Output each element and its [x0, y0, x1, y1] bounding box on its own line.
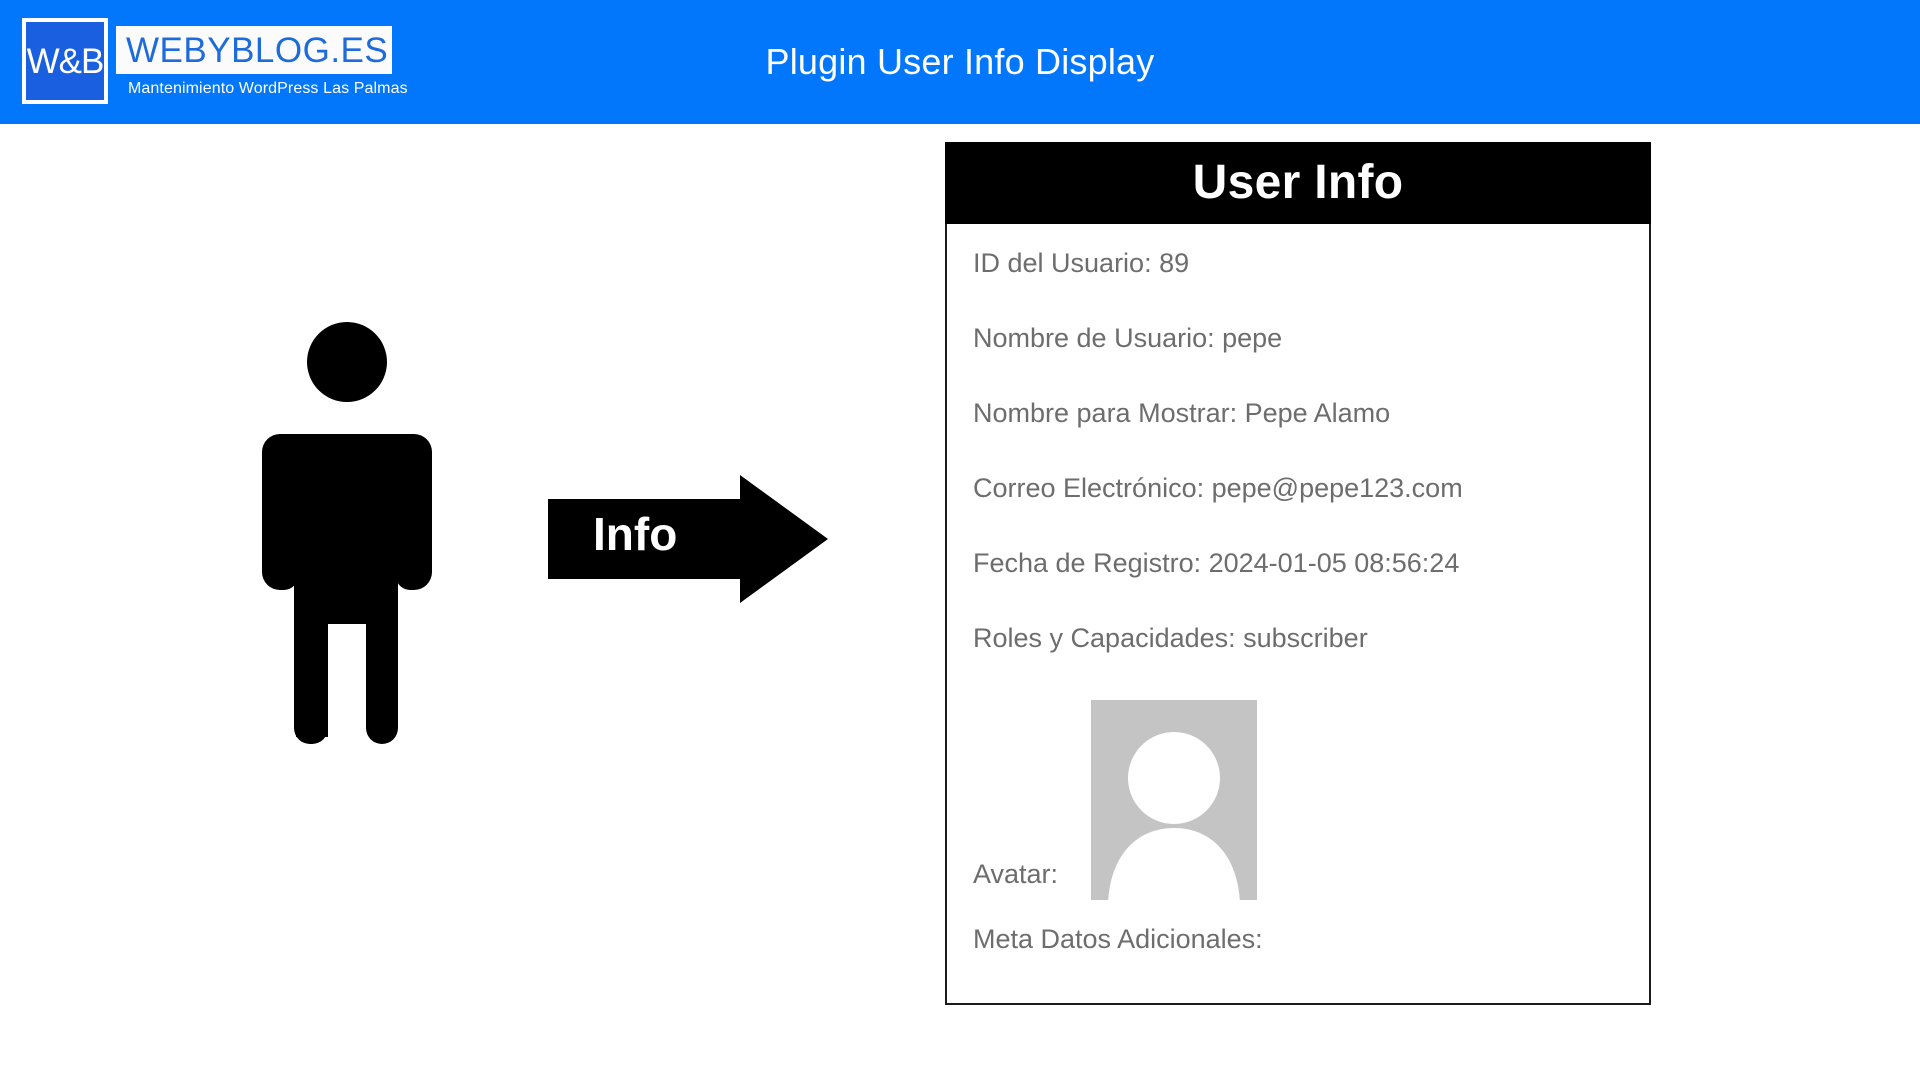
logo-mark-box: W&B: [22, 18, 108, 104]
user-info-card-body: ID del Usuario: 89 Nombre de Usuario: pe…: [945, 224, 1651, 1005]
brand-logo[interactable]: W&B WEBYBLOG.ES Mantenimiento WordPress …: [22, 18, 408, 110]
field-additional-meta: Meta Datos Adicionales:: [973, 924, 1263, 954]
logo-tagline: Mantenimiento WordPress Las Palmas: [128, 80, 408, 97]
avatar-label: Avatar:: [973, 859, 1059, 889]
logo-wordmark-text: WEBYBLOG.ES: [126, 30, 389, 70]
app-header: W&B WEBYBLOG.ES Mantenimiento WordPress …: [0, 0, 1920, 124]
user-info-card-header: User Info: [945, 142, 1651, 224]
person-icon: [262, 322, 432, 752]
user-info-card: User Info ID del Usuario: 89 Nombre de U…: [945, 142, 1651, 1005]
avatar: [1091, 700, 1257, 900]
user-info-card-title: User Info: [1192, 156, 1404, 209]
field-username: Nombre de Usuario: pepe: [973, 323, 1283, 353]
field-user-id: ID del Usuario: 89: [973, 248, 1190, 278]
logo-mark-text: W&B: [26, 41, 105, 81]
info-arrow: Info: [548, 475, 828, 603]
avatar-row: Avatar:: [973, 700, 1629, 900]
field-display-name: Nombre para Mostrar: Pepe Alamo: [973, 398, 1391, 428]
info-arrow-label: Info: [593, 508, 678, 560]
logo-wordmark-box: WEBYBLOG.ES: [116, 26, 392, 74]
field-email: Correo Electrónico: pepe@pepe123.com: [973, 473, 1463, 503]
field-registration-date: Fecha de Registro: 2024-01-05 08:56:24: [973, 548, 1460, 578]
field-roles-capabilities: Roles y Capacidades: subscriber: [973, 623, 1368, 653]
